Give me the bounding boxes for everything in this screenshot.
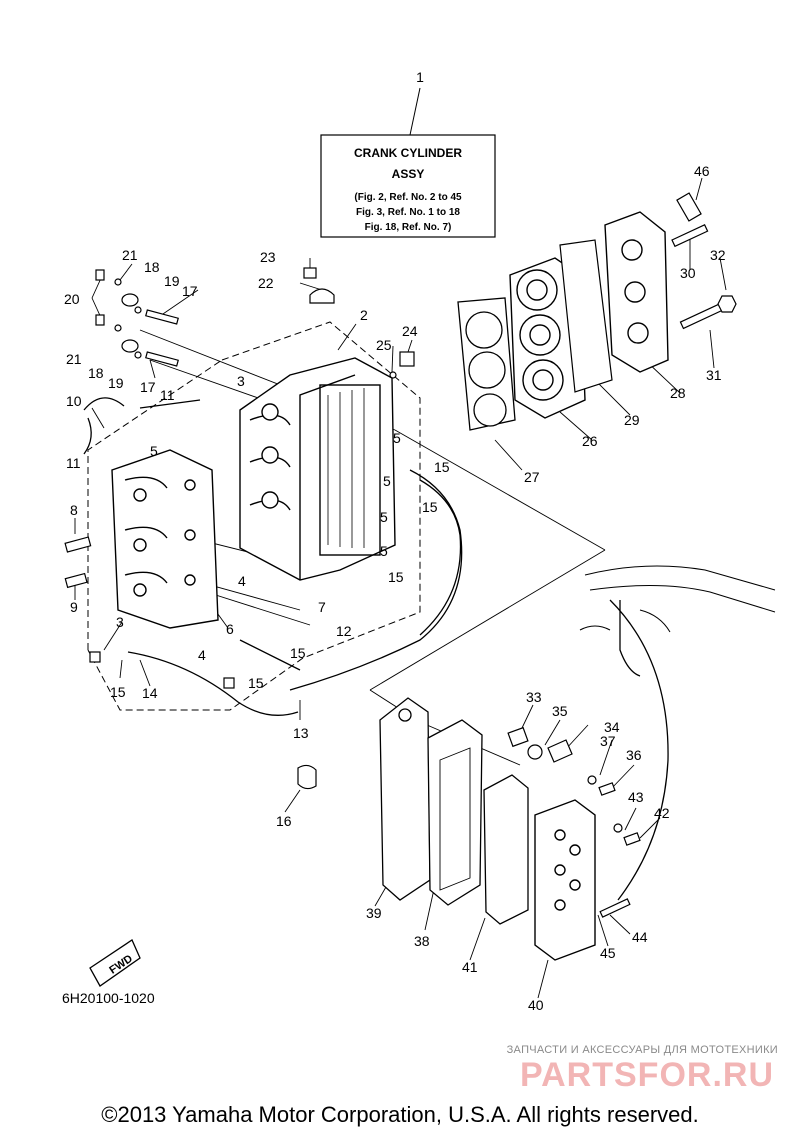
title-ref-1: (Fig. 2, Ref. No. 2 to 45 <box>354 192 462 203</box>
callout-22: 22 <box>258 275 274 291</box>
callout-31: 31 <box>706 367 722 383</box>
callout-8: 8 <box>70 502 78 518</box>
title-ref-2: Fig. 3, Ref. No. 1 to 18 <box>356 207 460 218</box>
exhaust-gasket-outer <box>379 697 431 901</box>
assembly-outline <box>87 321 421 711</box>
exhaust-small-parts <box>507 726 641 918</box>
exhaust-inner-cover <box>427 719 483 906</box>
callout-5: 5 <box>380 509 388 525</box>
callouts: 1 2 3 3 4 4 5 5 5 5 5 6 7 8 9 10 11 11 1… <box>64 69 726 1013</box>
callout-21: 21 <box>66 351 82 367</box>
callout-18: 18 <box>88 365 104 381</box>
callout-15: 15 <box>434 459 450 475</box>
cylinder-block <box>239 357 396 581</box>
callout-15: 15 <box>388 569 404 585</box>
spark-plug <box>676 192 702 222</box>
cover-bolts-left <box>95 269 179 367</box>
hose-clip <box>297 764 317 790</box>
callout-11: 11 <box>66 455 81 471</box>
callout-25: 25 <box>376 337 392 353</box>
cylinder-head-gasket <box>457 297 516 431</box>
callout-19: 19 <box>108 375 124 391</box>
thermostat-bracket <box>303 267 335 304</box>
callout-10: 10 <box>66 393 82 409</box>
callout-15: 15 <box>110 684 126 700</box>
thermostat <box>389 351 415 379</box>
callout-5: 5 <box>380 543 388 559</box>
callout-19: 19 <box>164 273 180 289</box>
callout-3: 3 <box>237 373 245 389</box>
callout-33: 33 <box>526 689 542 705</box>
callout-30: 30 <box>680 265 696 281</box>
title-line-1: CRANK CYLINDER <box>354 146 462 160</box>
callout-26: 26 <box>582 433 598 449</box>
head-cover-gasket <box>559 239 613 393</box>
hoses <box>83 397 669 901</box>
callout-12: 12 <box>336 623 352 639</box>
callout-17: 17 <box>140 379 156 395</box>
callout-14: 14 <box>142 685 158 701</box>
callout-29: 29 <box>624 412 640 428</box>
callout-5: 5 <box>150 443 158 459</box>
callout-40: 40 <box>528 997 544 1013</box>
cylinder-head-cover <box>604 211 669 373</box>
crankcase-bolts <box>64 536 235 689</box>
callout-36: 36 <box>626 747 642 763</box>
exhaust-gasket-inner <box>483 774 529 925</box>
watermark-tagline: ЗАПЧАСТИ И АКСЕССУАРЫ ДЛЯ МОТОТЕХНИКИ <box>506 1044 778 1056</box>
callout-1: 1 <box>416 69 424 85</box>
callout-45: 45 <box>600 945 616 961</box>
callout-15: 15 <box>248 675 264 691</box>
head-bolts <box>671 223 737 330</box>
callout-23: 23 <box>260 249 276 265</box>
callout-16: 16 <box>276 813 292 829</box>
callout-18: 18 <box>144 259 160 275</box>
callout-5: 5 <box>383 473 391 489</box>
callout-15: 15 <box>290 645 306 661</box>
title-line-2: ASSY <box>392 167 425 181</box>
title-ref-3: Fig. 18, Ref. No. 7) <box>365 222 452 233</box>
callout-42: 42 <box>654 805 670 821</box>
callout-4: 4 <box>238 573 246 589</box>
callout-41: 41 <box>462 959 478 975</box>
crankcase-half <box>111 449 219 629</box>
callout-9: 9 <box>70 599 78 615</box>
assembly-title-box: CRANK CYLINDER ASSY (Fig. 2, Ref. No. 2 … <box>320 87 496 238</box>
callout-5: 5 <box>393 430 401 446</box>
exhaust-outer-cover <box>534 799 596 961</box>
callout-44: 44 <box>632 929 648 945</box>
callout-3: 3 <box>116 614 124 630</box>
callout-4: 4 <box>198 647 206 663</box>
callout-37: 37 <box>600 733 616 749</box>
callout-24: 24 <box>402 323 418 339</box>
callout-46: 46 <box>694 163 710 179</box>
callout-7: 7 <box>318 599 326 615</box>
callout-20: 20 <box>64 291 80 307</box>
callout-32: 32 <box>710 247 726 263</box>
callout-13: 13 <box>293 725 309 741</box>
copyright-notice: ©2013 Yamaha Motor Corporation, U.S.A. A… <box>101 1102 699 1127</box>
callout-34: 34 <box>604 719 620 735</box>
bottom-cowl-sketch <box>579 565 776 633</box>
callout-35: 35 <box>552 703 568 719</box>
callout-2: 2 <box>360 307 368 323</box>
callout-38: 38 <box>414 933 430 949</box>
callout-27: 27 <box>524 469 540 485</box>
callout-6: 6 <box>226 621 234 637</box>
watermark-logo: PARTSFOR.RU <box>519 1056 774 1094</box>
callout-39: 39 <box>366 905 382 921</box>
callout-11: 11 <box>160 387 175 403</box>
callout-21: 21 <box>122 247 138 263</box>
callout-15: 15 <box>422 499 438 515</box>
diagram-part-code: 6H20100-1020 <box>62 990 155 1006</box>
callout-17: 17 <box>182 283 198 299</box>
fwd-arrow: FWD <box>89 939 141 987</box>
callout-28: 28 <box>670 385 686 401</box>
callout-43: 43 <box>628 789 644 805</box>
